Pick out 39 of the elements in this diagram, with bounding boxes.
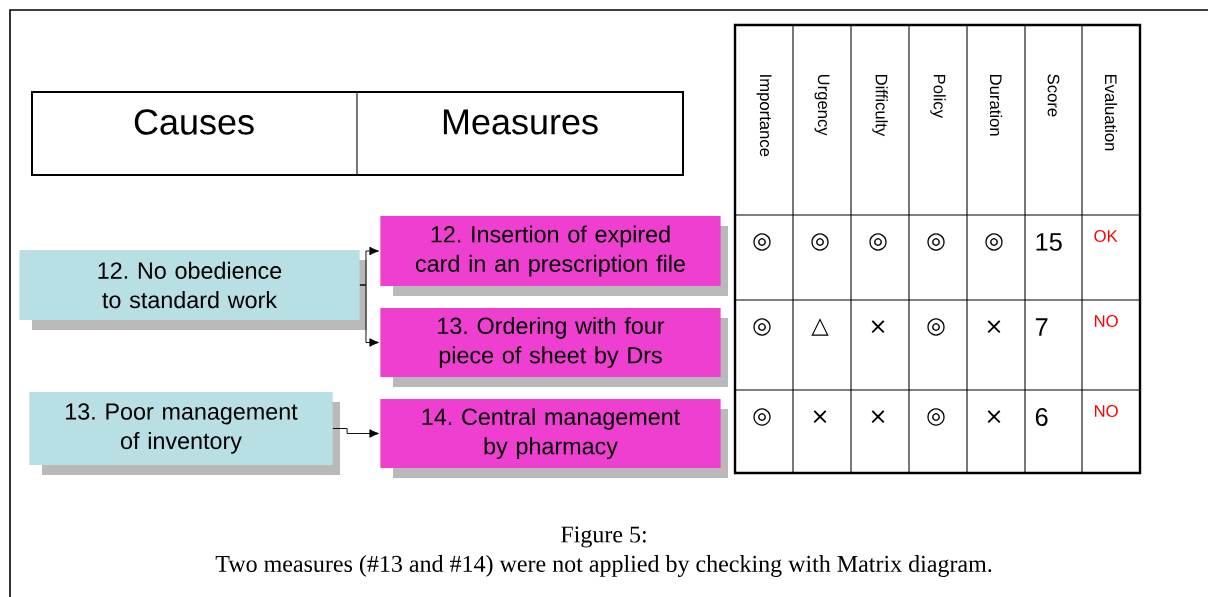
measure-box: 13. Ordering with four piece of sheet by Drs [380, 307, 728, 387]
evaluation: NO [1094, 315, 1118, 327]
rating-symbol: × [871, 410, 885, 424]
rating-symbol: △ [811, 318, 829, 336]
rating-symbol: ◎ [927, 318, 945, 336]
rating-symbol: ◎ [869, 233, 887, 251]
cause-box: 12. No obedience to standard work [19, 250, 367, 330]
rating-symbol: ◎ [927, 408, 945, 426]
rating-symbol: × [871, 320, 885, 334]
rating-symbol: ◎ [753, 233, 771, 251]
rating-symbol: × [813, 410, 827, 424]
column-header: Causes [134, 109, 254, 135]
evaluation: NO [1094, 405, 1118, 417]
measure-box: 14. Central management by pharmacy [380, 398, 728, 478]
rating-symbol: ◎ [985, 233, 1003, 251]
column-header: Score [1047, 74, 1060, 117]
column-header: Importance [756, 75, 772, 157]
rating-symbol: ◎ [811, 233, 829, 251]
evaluation: OK [1094, 230, 1118, 242]
column-header: Urgency [814, 74, 830, 136]
score: 7 [1035, 318, 1048, 336]
score: 15 [1036, 233, 1062, 251]
measure-box: 12. Insertion of expired card in an prescription file [380, 216, 728, 296]
rating-symbol: × [987, 320, 1001, 334]
arrow [359, 284, 379, 347]
cause-box: 13. Poor management of inventory [29, 391, 340, 475]
score: 6 [1035, 408, 1048, 426]
column-header: Measures [443, 109, 598, 135]
column-header: Evaluation [1104, 74, 1118, 151]
column-header: Duration [989, 74, 1003, 136]
figure-title: Figure 5: [561, 526, 646, 548]
rating-symbol: ◎ [927, 233, 945, 251]
column-header: Policy [930, 74, 946, 118]
rating-symbol: ◎ [753, 318, 771, 336]
caption: Two measures (#13 and #14) were not applied by checking with Matrix diagram. [215, 555, 992, 577]
arrow [332, 428, 379, 438]
rating-symbol: ◎ [753, 408, 771, 426]
rating-symbol: × [987, 410, 1001, 424]
column-header: Difficulty [872, 74, 888, 137]
